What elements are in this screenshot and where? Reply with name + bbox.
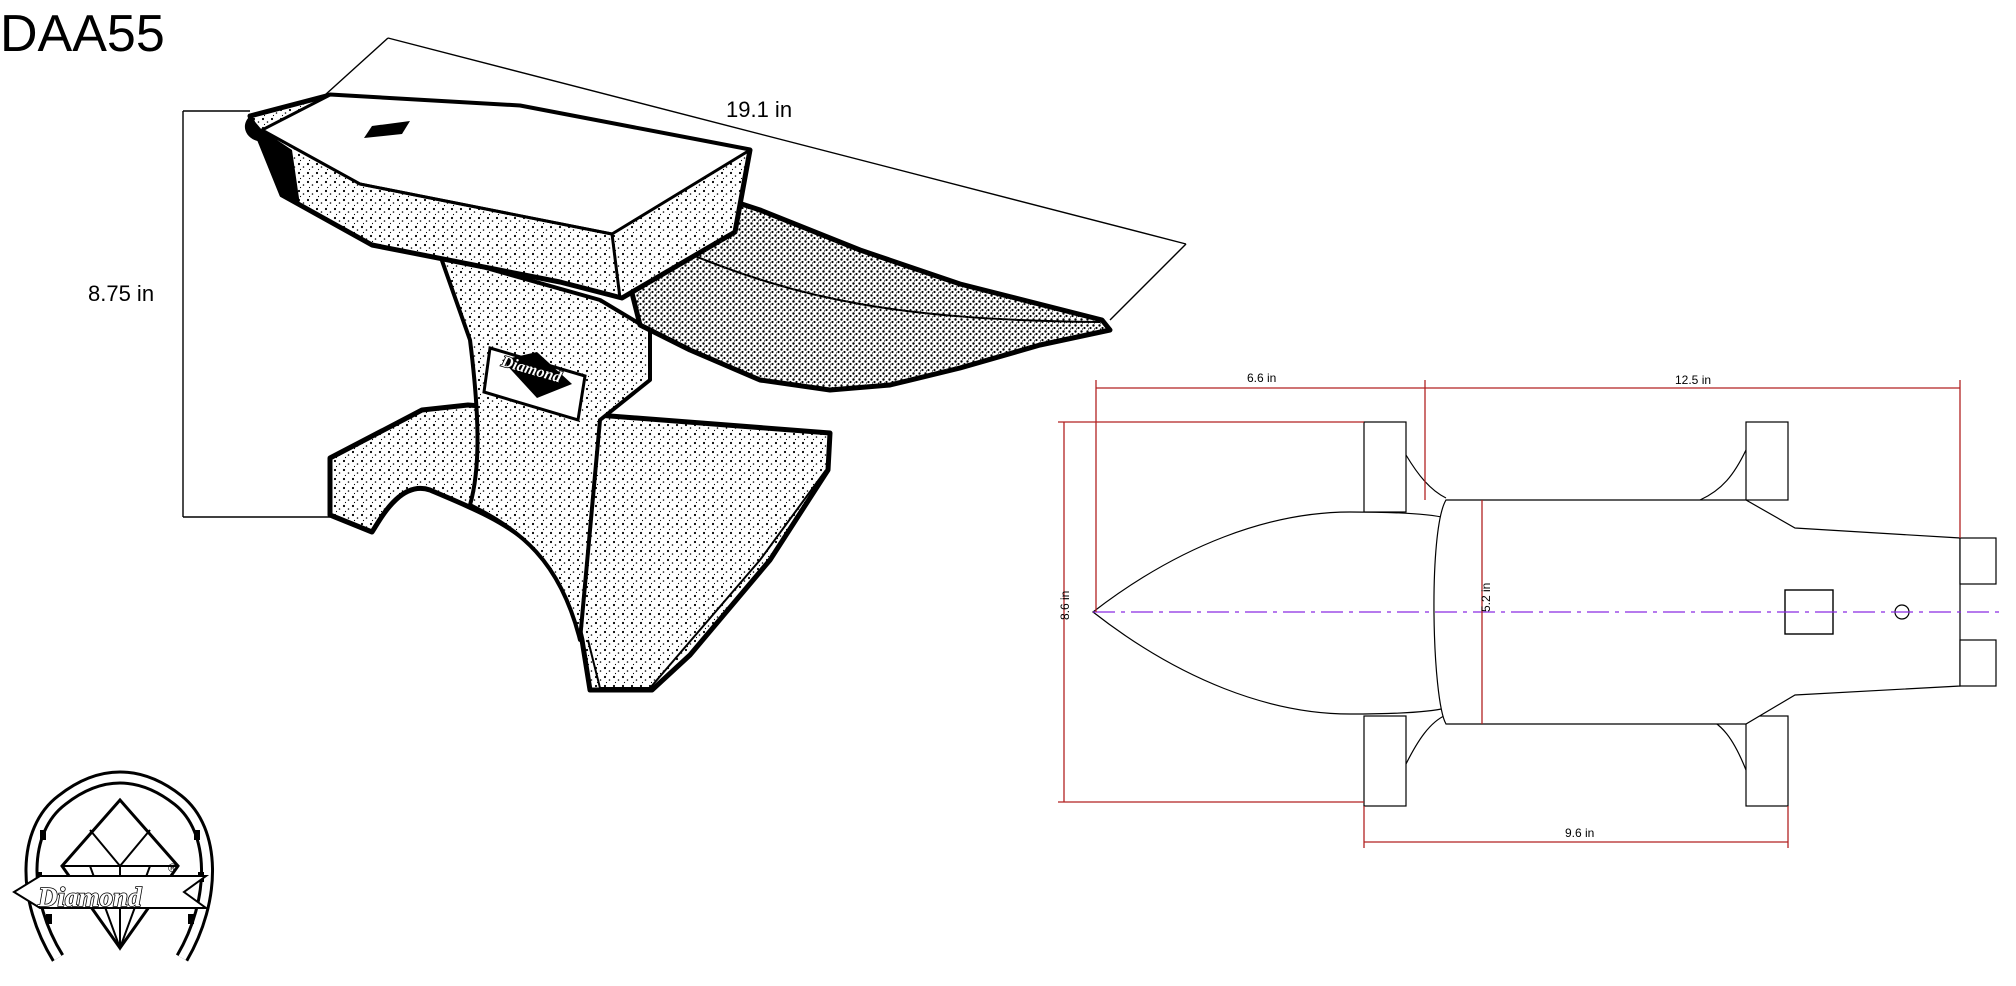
anvil-heel: [244, 116, 300, 205]
length-dimension: [324, 37, 1187, 321]
plan-horn-outline: [1092, 511, 1447, 715]
page-title: DAA55: [0, 5, 165, 63]
overall-width-label: 8.6 in: [1058, 591, 1072, 620]
diamond-logo: Diamond ®: [12, 770, 214, 962]
length-label: 19.1 in: [726, 97, 792, 122]
plan-body-outline: [1433, 499, 1961, 725]
horn-length-label: 6.6 in: [1247, 371, 1276, 385]
hardy-hole: [364, 121, 410, 138]
anvil-horn: [607, 189, 1113, 393]
height-dimension: [182, 110, 330, 518]
logo-brand-text: Diamond: [37, 882, 142, 912]
plan-heel-lug-bottom: [1959, 639, 1997, 687]
height-label: 8.75 in: [88, 281, 154, 306]
face-width-label: 5.2 in: [1479, 583, 1493, 612]
plan-heel-lug-top: [1959, 537, 1997, 585]
plan-feet: [1363, 421, 1789, 807]
anvil-isometric-view: 19.1 in 8.75 in Diamond: [88, 37, 1187, 693]
foot-span-label: 9.6 in: [1565, 826, 1594, 840]
logo-registered-mark: ®: [168, 861, 177, 875]
body-length-label: 12.5 in: [1675, 373, 1711, 387]
anvil-plan-view: 6.6 in 12.5 in 8.6 in 5.2 in 9.6 in: [1058, 371, 2000, 848]
plan-dimensions: [1058, 380, 1961, 848]
